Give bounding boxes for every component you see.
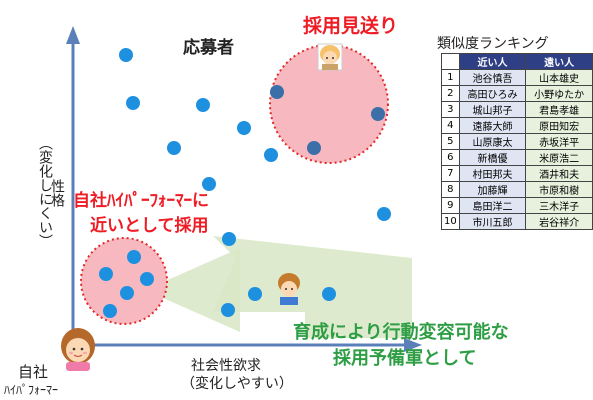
ranking-rank-cell: 1 xyxy=(441,69,460,86)
y-axis-sublabel: （変化しにくい） xyxy=(37,136,53,248)
ranking-far-cell: 原田知宏 xyxy=(525,117,593,134)
applicant-dot xyxy=(120,286,134,300)
ranking-rank-cell: 8 xyxy=(441,181,460,198)
ranking-rank-cell: 3 xyxy=(441,101,460,118)
applicant-dot xyxy=(222,232,236,246)
adopt-label-line1: 自社ﾊｲﾊﾟｰﾌｫｰﾏｰに xyxy=(73,191,209,211)
ranking-far-cell: 市原和樹 xyxy=(525,181,593,198)
ranking-header-row: 近い人 遠い人 xyxy=(441,53,593,70)
adopt-label-line2: 近いとして採用 xyxy=(90,216,209,236)
ranking-far-cell: 岩谷祥介 xyxy=(525,213,593,230)
y-axis-arrowhead xyxy=(66,26,80,44)
reject-label: 採用見送り xyxy=(303,15,399,37)
ranking-far-cell: 君島孝雄 xyxy=(525,101,593,118)
applicant-dot xyxy=(221,303,235,317)
ranking-col-far: 遠い人 xyxy=(525,53,593,70)
x-axis-sublabel: （変化しやすい） xyxy=(181,376,293,392)
y-axis-label: 性格 xyxy=(49,179,65,207)
ranking-near-cell: 村田邦夫 xyxy=(458,165,527,182)
applicant-dot xyxy=(377,207,391,221)
applicant-dot xyxy=(248,287,262,301)
avatar-rejected-man xyxy=(317,43,343,71)
ranking-rank-cell: 6 xyxy=(441,149,460,166)
applicant-dot xyxy=(270,85,284,99)
applicant-dot xyxy=(322,287,336,301)
diagram-title: 応募者 xyxy=(183,38,234,58)
reject-group-circle xyxy=(269,44,389,164)
ranking-near-cell: 島田洋二 xyxy=(458,197,527,214)
avatar-high-performer xyxy=(61,328,95,371)
ranking-near-cell: 池谷慎吾 xyxy=(458,69,527,86)
ranking-rank-cell: 7 xyxy=(441,165,460,182)
applicant-dot xyxy=(103,304,117,318)
ranking-near-cell: 高田ひろみ xyxy=(458,85,527,102)
applicant-dot xyxy=(119,48,133,62)
ranking-near-cell: 遠藤大師 xyxy=(458,117,527,134)
ranking-far-cell: 米原浩二 xyxy=(525,149,593,166)
ranking-rank-cell: 10 xyxy=(441,213,460,230)
applicant-dot xyxy=(196,98,210,112)
applicant-dot xyxy=(126,96,140,110)
ranking-near-cell: 城山邦子 xyxy=(458,101,527,118)
ranking-rank-cell: 5 xyxy=(441,133,460,150)
applicant-dot xyxy=(264,148,278,162)
ranking-near-cell: 山原康太 xyxy=(458,133,527,150)
ranking-rank-cell: 2 xyxy=(441,85,460,102)
ranking-far-cell: 酒井和夫 xyxy=(525,165,593,182)
applicant-dot xyxy=(202,177,216,191)
x-axis-label: 社会性欲求 xyxy=(191,358,261,374)
ranking-near-cell: 新橋優 xyxy=(458,149,527,166)
x-axis-arrowhead xyxy=(404,338,422,352)
applicant-dot xyxy=(127,250,141,264)
applicant-dot xyxy=(307,141,321,155)
origin-label-line2: ﾊｲﾊﾟﾌｫｰﾏｰ xyxy=(4,383,59,397)
ranking-near-cell: 加藤輝 xyxy=(458,181,527,198)
origin-label-line1: 自社 xyxy=(18,363,49,381)
applicant-dot xyxy=(99,267,113,281)
ranking-far-cell: 小野ゆたか xyxy=(525,85,593,102)
ranking-far-cell: 赤坂洋平 xyxy=(525,133,593,150)
avatar-trainee xyxy=(278,273,300,305)
adopt-group-circle xyxy=(80,237,168,325)
ranking-far-cell: 山本雄史 xyxy=(525,69,593,86)
applicant-dot xyxy=(140,272,154,286)
ranking-rank-cell: 9 xyxy=(441,197,460,214)
ranking-corner-cell xyxy=(441,53,460,70)
development-arrow xyxy=(213,236,412,338)
arrow-head xyxy=(145,248,240,332)
applicant-dot xyxy=(371,107,385,121)
ranking-far-cell: 三木洋子 xyxy=(525,197,593,214)
ranking-col-near: 近い人 xyxy=(458,53,527,70)
train-label-line1: 育成により行動変容可能な xyxy=(293,322,509,343)
ranking-title: 類似度ランキング xyxy=(437,36,549,52)
ranking-near-cell: 市川五郎 xyxy=(458,213,527,230)
ranking-rank-cell: 4 xyxy=(441,117,460,134)
train-label-line2: 採用予備軍として xyxy=(333,348,477,369)
applicant-dot xyxy=(167,141,181,155)
applicant-dot xyxy=(237,121,251,135)
